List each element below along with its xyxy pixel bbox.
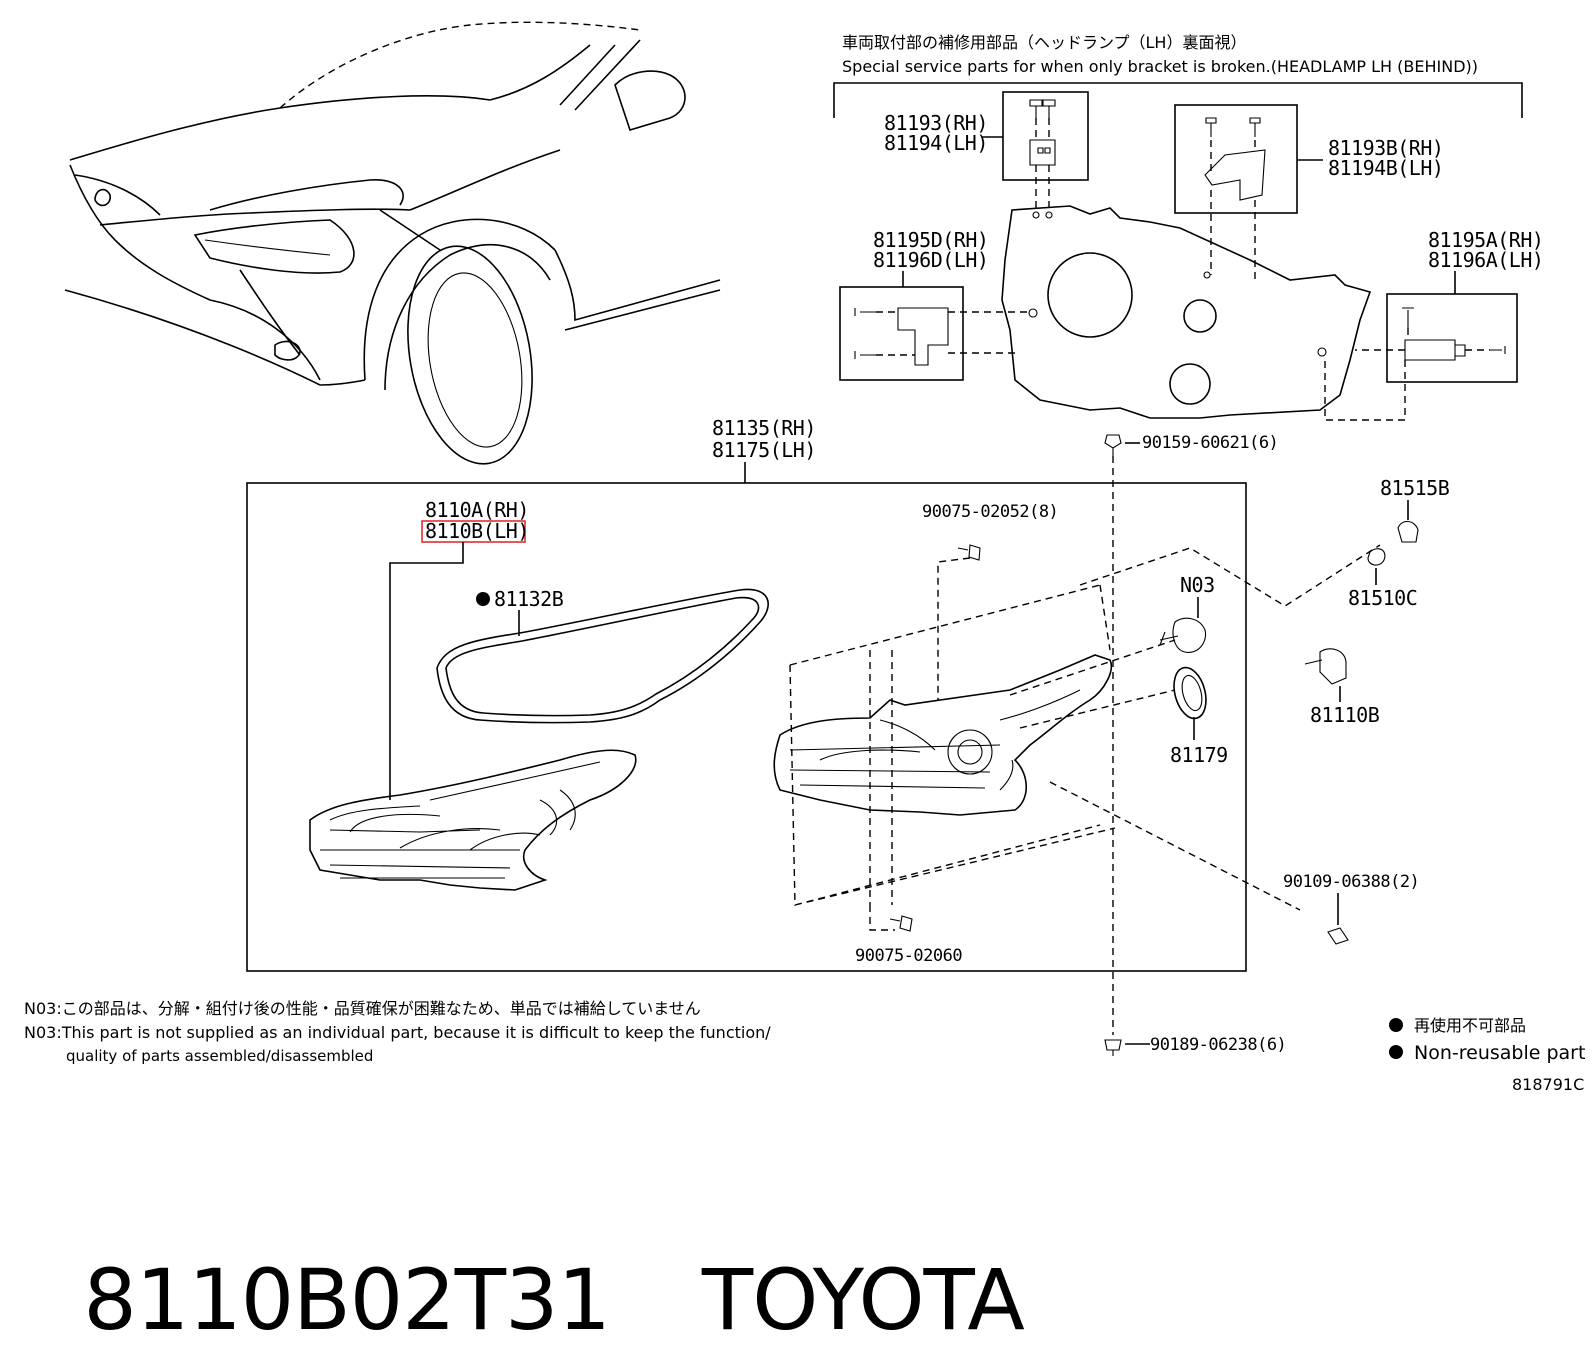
service-parts-section: 車両取付部の補修用部品（ヘッドランプ（LH）裏面視） Special servi… [833, 33, 1544, 421]
label-81193B: 81193B(RH) [1328, 136, 1443, 160]
label-81175: 81175(LH) [712, 438, 816, 462]
label-90159-60621: 90159-60621(6) [1142, 433, 1278, 453]
brand-name: TOYOTA [701, 1251, 1025, 1349]
label-81135: 81135(RH) [712, 416, 816, 440]
parts-diagram: 車両取付部の補修用部品（ヘッドランプ（LH）裏面視） Special servi… [24, 21, 1585, 1090]
notes: N03:この部品は、分解・組付け後の性能・品質確保が困難なため、単品では補給して… [24, 999, 771, 1065]
label-81110B: 81110B [1310, 703, 1380, 727]
label-90189-06238: 90189-06238(6) [1150, 1035, 1286, 1055]
legend-non-reusable-en: Non-reusable part [1414, 1042, 1585, 1064]
highlight-box [421, 520, 526, 543]
label-81196D: 81196D(LH) [873, 248, 988, 272]
label-90109-06388: 90109-06388(2) [1283, 872, 1419, 892]
note-n03-jp: N03:この部品は、分解・組付け後の性能・品質確保が困難なため、単品では補給して… [24, 999, 701, 1018]
car-front-illustration [64, 21, 721, 465]
label-81179: 81179 [1170, 743, 1228, 767]
part-number: 8110B02T31 [83, 1251, 610, 1349]
legend-dot-jp [1389, 1018, 1403, 1032]
headlamp-assembly-section: 81135(RH) 81175(LH) 8110A(RH) 8110B(LH) … [246, 416, 1450, 972]
legend: 再使用不可部品 Non-reusable part 818791C [1389, 1016, 1585, 1090]
label-90075-02060: 90075-02060 [855, 946, 962, 966]
label-8110B: 8110B(LH) [425, 519, 529, 543]
illustration-id: 818791C [1512, 1075, 1584, 1090]
label-81194: 81194(LH) [884, 131, 988, 155]
label-81195D: 81195D(RH) [873, 228, 988, 252]
legend-non-reusable-jp: 再使用不可部品 [1414, 1016, 1526, 1035]
label-81132B: 81132B [494, 587, 564, 611]
service-title-en: Special service parts for when only brac… [842, 57, 1478, 76]
label-8110A: 8110A(RH) [425, 498, 529, 522]
label-81196A: 81196A(LH) [1428, 248, 1543, 272]
part-caption: 8110B02T31 TOYOTA [32, 1135, 1024, 1349]
label-90075-02052: 90075-02052(8) [922, 502, 1058, 522]
bolts: 90159-60621(6) 90189-06238(6) [1104, 433, 1287, 1056]
label-81510C: 81510C [1348, 586, 1417, 610]
legend-dot-en [1389, 1045, 1403, 1059]
label-81195A: 81195A(RH) [1428, 228, 1543, 252]
note-n03-en-2: quality of parts assembled/disassembled [66, 1047, 373, 1065]
label-81194B: 81194B(LH) [1328, 156, 1443, 180]
label-81193: 81193(RH) [884, 111, 988, 135]
service-title-jp: 車両取付部の補修用部品（ヘッドランプ（LH）裏面視） [842, 33, 1246, 52]
label-81515B: 81515B [1380, 476, 1450, 500]
label-N03: N03 [1180, 573, 1215, 597]
note-n03-en-1: N03:This part is not supplied as an indi… [24, 1023, 771, 1042]
non-reusable-marker [476, 592, 490, 606]
